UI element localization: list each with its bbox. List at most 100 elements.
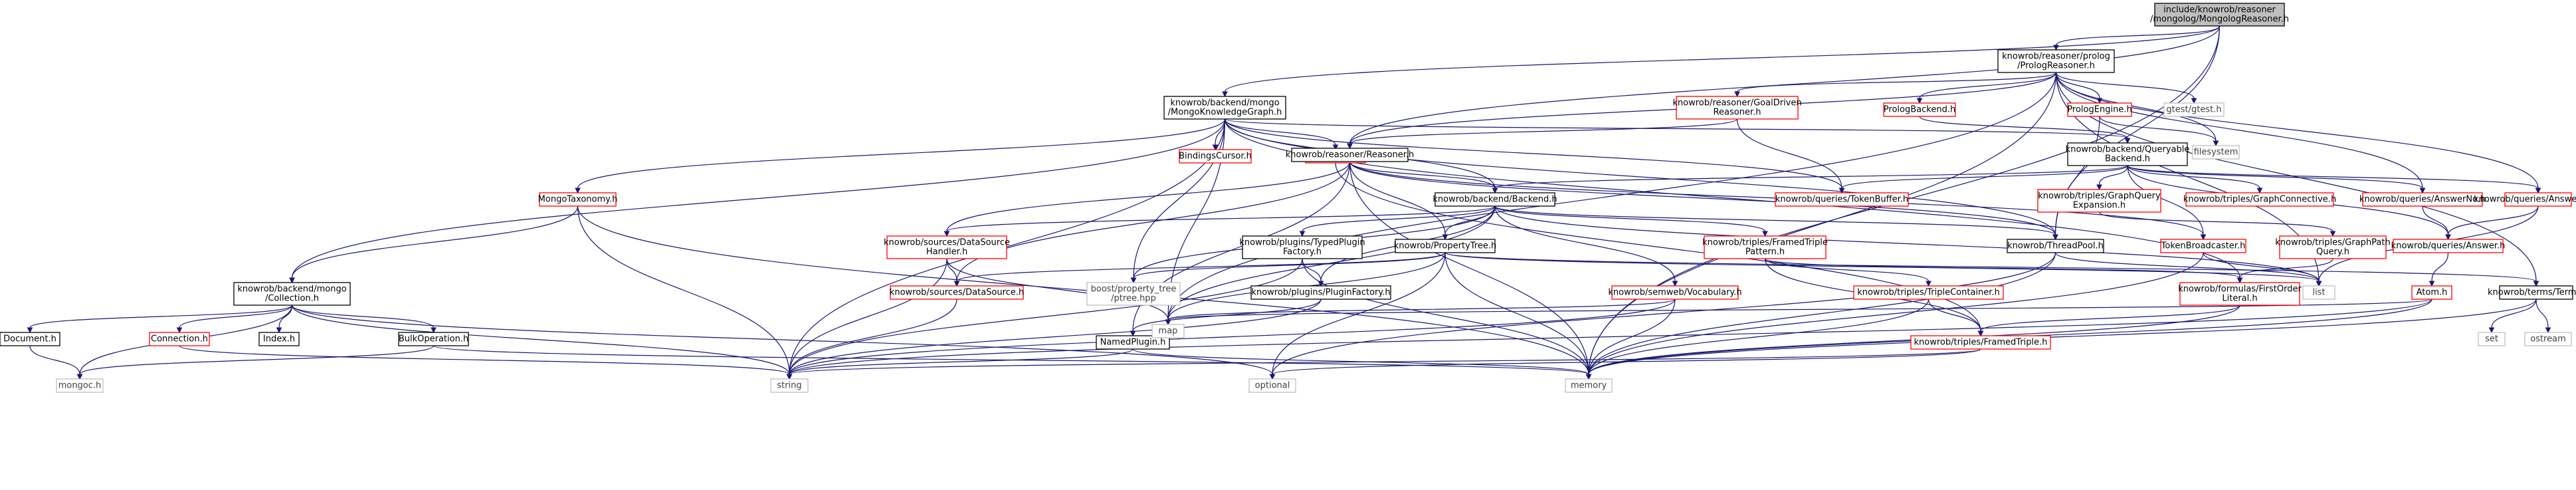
node-box <box>1997 49 2115 73</box>
node-label: knowrob/queries/AnswerNo.h <box>2359 195 2486 205</box>
node-root[interactable]: include/knowrob/reasoner/mongolog/Mongol… <box>2150 3 2289 27</box>
node-connection[interactable]: Connection.h <box>149 332 210 346</box>
node-box <box>56 378 104 393</box>
node-label: knowrob/triples/FramedTriple <box>1702 238 1828 248</box>
node-box <box>1853 285 2004 300</box>
edge-graph_query_exp-to-graph_path_query <box>2098 211 2336 237</box>
node-thread-pool[interactable]: knowrob/ThreadPool.h <box>2007 239 2104 253</box>
edge-mongo_kg-to-triple_cursor <box>1224 118 1339 151</box>
node-label: knowrob/backend/Backend.h <box>1433 195 1557 205</box>
node-named-plugin[interactable]: NamedPlugin.h <box>1096 335 1170 350</box>
node-data-source[interactable]: knowrob/sources/DataSource.h <box>890 285 1024 300</box>
node-answer-no[interactable]: knowrob/queries/AnswerNo.h <box>2359 192 2486 207</box>
edge-backend-to-vocabulary <box>1494 205 1678 287</box>
node-box <box>1395 239 1496 253</box>
node-prolog-reasoner[interactable]: knowrob/reasoner/prolog/PrologReasoner.h <box>1997 49 2115 73</box>
edge-prolog_backend-to-queryable <box>1919 116 2131 144</box>
node-label: Index.h <box>263 334 295 344</box>
node-triple-container[interactable]: knowrob/triples/TripleContainer.h <box>1853 285 2004 300</box>
node-mongo-collection[interactable]: knowrob/backend/mongo/Collection.h <box>233 282 351 306</box>
node-vocabulary[interactable]: knowrob/semweb/Vocabulary.h <box>1608 285 1742 300</box>
node-answer[interactable]: knowrob/queries/Answer.h <box>2391 239 2506 253</box>
edge-answer-to-atom <box>2428 252 2449 287</box>
edge-mongo_collection-to-connection <box>176 305 293 334</box>
node-atom[interactable]: Atom.h <box>2411 285 2452 300</box>
node-box <box>1179 149 1252 164</box>
node-backend[interactable]: knowrob/backend/Backend.h <box>1433 192 1557 207</box>
edge-prolog_reasoner-to-answer_yes <box>2055 72 2541 194</box>
node-box <box>258 332 300 346</box>
node-bulk-operation[interactable]: BulkOperation.h <box>398 332 469 346</box>
node-index[interactable]: Index.h <box>258 332 300 346</box>
node-document[interactable]: Document.h <box>0 332 60 346</box>
edge-mongo_taxonomy-to-string <box>577 205 793 380</box>
node-token-broadcaster[interactable]: TokenBroadcaster.h <box>2160 239 2246 253</box>
edge-mongo_taxonomy-to-mongo_collection <box>289 205 579 284</box>
node-label: /ptree.hpp <box>1111 294 1156 304</box>
edge-reasoner-to-ds_handler <box>943 161 1351 237</box>
edge-thread_pool-to-memory <box>1585 252 2056 380</box>
edge-backend-to-framed_pattern <box>1494 205 1768 237</box>
node-token-buffer[interactable]: knowrob/queries/TokenBuffer.h <box>1775 192 1909 207</box>
edge-root-to-reasoner <box>1347 25 2221 150</box>
node-label: knowrob/terms/Term.h <box>2488 288 2576 298</box>
node-label: Backend.h <box>2105 154 2150 164</box>
node-box <box>2499 285 2573 300</box>
edge-backend-to-ds_handler <box>943 205 1496 237</box>
node-reasoner[interactable]: knowrob/reasoner/Reasoner.h <box>1286 148 1415 162</box>
node-set: set <box>2478 332 2506 346</box>
node-framed-triple[interactable]: knowrob/triples/FramedTriple.h <box>1910 335 2051 350</box>
node-label: knowrob/triples/GraphConnective.h <box>2183 195 2336 205</box>
edge-queryable-to-answer_no <box>2127 165 2426 194</box>
node-label: string <box>777 381 801 391</box>
node-box <box>1435 192 1555 207</box>
node-list: list <box>2302 285 2335 300</box>
node-memory: memory <box>1565 378 1613 393</box>
node-graph-connective[interactable]: knowrob/triples/GraphConnective.h <box>2183 192 2336 207</box>
edge-named_plugin-to-string <box>786 348 1134 380</box>
node-label: mongoc.h <box>58 381 102 391</box>
node-label: list <box>2312 288 2325 298</box>
node-box <box>2179 282 2300 306</box>
edge-property_tree-to-term <box>1444 252 2539 287</box>
edge-goal_driven-to-reasoner <box>1347 118 1738 150</box>
edge-fol_literal-to-framed_triple <box>1977 305 2240 337</box>
edge-mongo_kg-to-queryable <box>1224 118 2131 144</box>
node-prolog-backend[interactable]: PrologBackend.h <box>1883 102 1956 117</box>
node-label: Expansion.h <box>2073 201 2126 211</box>
node-label: memory <box>1571 381 1607 391</box>
node-box <box>2007 239 2104 253</box>
node-label: knowrob/semweb/Vocabulary.h <box>1608 288 1741 298</box>
node-box <box>2037 189 2161 213</box>
node-bindings-cursor[interactable]: BindingsCursor.h <box>1179 149 1252 164</box>
node-term[interactable]: knowrob/terms/Term.h <box>2488 285 2576 300</box>
node-label: BulkOperation.h <box>399 334 468 344</box>
edge-bulk_operation-to-mongoc <box>76 345 435 380</box>
edge-mongo_kg-to-mongo_taxonomy <box>575 118 1226 194</box>
node-prolog-engine[interactable]: PrologEngine.h <box>2067 102 2132 117</box>
node-answer-yes[interactable]: knowrob/queries/AnswerYes.h <box>2474 192 2576 207</box>
node-label: Factory.h <box>1283 247 1322 257</box>
edge-queryable-to-backend <box>1492 165 2128 194</box>
node-plugin-factory[interactable]: knowrob/plugins/PluginFactory.h <box>1250 285 1391 300</box>
node-string: string <box>770 378 809 393</box>
node-box <box>1250 285 1391 300</box>
node-box <box>2411 285 2452 300</box>
node-mongo-kg[interactable]: knowrob/backend/mongo/MongoKnowledgeGrap… <box>1163 96 1286 120</box>
node-mongo-taxonomy[interactable]: MongoTaxonomy.h <box>538 192 618 207</box>
node-label: knowrob/queries/AnswerYes.h <box>2474 195 2576 205</box>
node-label: knowrob/queries/Answer.h <box>2391 241 2506 251</box>
edge-property_tree-to-ptree <box>1130 252 1446 284</box>
node-property-tree[interactable]: knowrob/PropertyTree.h <box>1394 239 1496 253</box>
edge-mongo_collection-to-string <box>291 305 793 380</box>
node-label: knowrob/triples/GraphQuery <box>2038 191 2161 201</box>
node-label: NamedPlugin.h <box>1100 338 1166 348</box>
